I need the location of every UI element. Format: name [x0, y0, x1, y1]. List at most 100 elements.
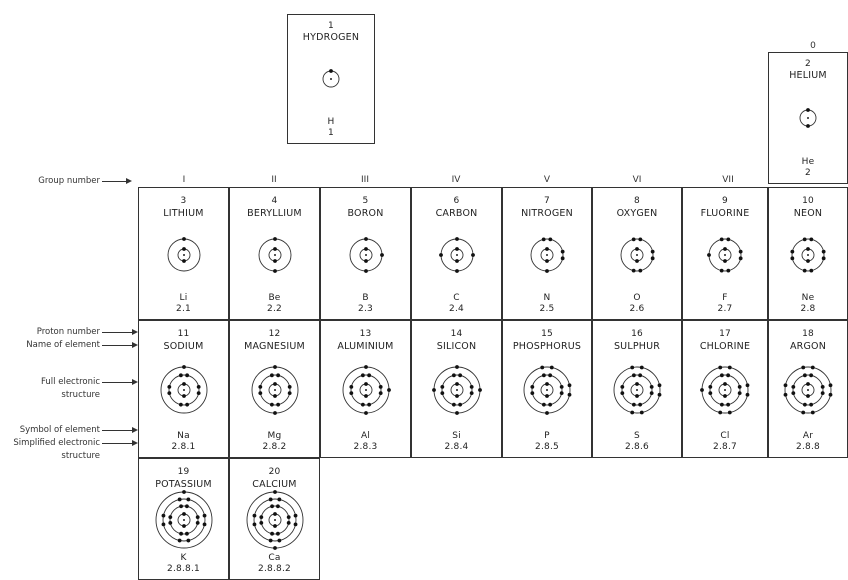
simplified-structure: 2.8.5	[503, 442, 591, 452]
proton-number: 11	[139, 329, 228, 339]
legend-arrow-proton	[102, 332, 132, 333]
electron	[720, 373, 724, 377]
proton-number: 5	[321, 196, 410, 206]
electron	[708, 391, 712, 395]
electron	[202, 522, 206, 526]
electron	[367, 373, 371, 377]
electron	[548, 403, 552, 407]
element-symbol: O	[593, 293, 681, 303]
element-symbol: He	[769, 157, 847, 167]
electron	[638, 373, 642, 377]
electron	[287, 385, 291, 389]
electron	[822, 256, 826, 260]
electron	[791, 385, 795, 389]
electron-structure-17	[694, 359, 756, 421]
electron	[360, 403, 364, 407]
element-cell-potassium: 19POTASSIUMK2.8.8.1	[138, 458, 229, 580]
electron	[258, 391, 262, 395]
element-cell-neon: 10NEONNe2.8	[768, 187, 848, 320]
nucleus	[807, 117, 809, 119]
simplified-structure: 2	[769, 168, 847, 178]
element-name: SILICON	[412, 341, 501, 352]
element-cell-boron: 5BORONB2.3	[320, 187, 411, 320]
electron-structure-14	[426, 359, 488, 421]
electron	[168, 515, 172, 519]
electron	[811, 411, 815, 415]
electron	[568, 383, 572, 387]
simplified-structure: 2.8.1	[139, 442, 228, 452]
element-cell-phosphorus: 15PHOSPHORUSP2.8.5	[502, 320, 592, 458]
electron	[270, 532, 274, 536]
electron	[177, 539, 181, 543]
proton-number: 18	[769, 329, 847, 339]
electron	[293, 514, 297, 518]
electron	[548, 373, 552, 377]
nucleus	[636, 254, 638, 256]
simplified-structure: 2.8.8.2	[230, 564, 319, 574]
electron	[718, 411, 722, 415]
electron	[723, 394, 727, 398]
electron	[455, 365, 459, 369]
electron	[273, 546, 277, 550]
electron	[548, 237, 552, 241]
electron	[658, 383, 662, 387]
element-symbol: C	[412, 293, 501, 303]
electron	[182, 490, 186, 494]
element-name: HELIUM	[769, 70, 847, 81]
electron	[784, 393, 788, 397]
element-name: PHOSPHORUS	[503, 341, 591, 352]
proton-number: 17	[683, 329, 767, 339]
electron-structure-19	[148, 484, 220, 556]
electron	[542, 403, 546, 407]
electron	[568, 393, 572, 397]
nucleus	[807, 389, 809, 391]
electron	[635, 247, 639, 251]
simplified-structure: 2.2	[230, 304, 319, 314]
element-symbol: Ar	[769, 431, 847, 441]
electron	[801, 366, 805, 370]
electron-structure-4	[251, 231, 299, 279]
electron	[273, 259, 277, 263]
electron	[821, 385, 825, 389]
electron	[784, 383, 788, 387]
element-name: NEON	[769, 208, 847, 219]
element-cell-nitrogen: 7NITROGENN2.5	[502, 187, 592, 320]
element-cell-sulphur: 16SULPHURS2.8.6	[592, 320, 682, 458]
element-name: BORON	[321, 208, 410, 219]
electron	[478, 388, 482, 392]
electron	[364, 259, 368, 263]
electron	[803, 403, 807, 407]
electron	[726, 237, 730, 241]
group-label-0: 0	[798, 41, 828, 51]
nucleus	[183, 519, 185, 521]
simplified-structure: 2.8.3	[321, 442, 410, 452]
electron	[651, 249, 655, 253]
electron	[545, 259, 549, 263]
electron	[822, 249, 826, 253]
electron	[182, 524, 186, 528]
electron	[471, 253, 475, 257]
group-label-1: I	[169, 175, 199, 185]
electron	[185, 403, 189, 407]
electron	[177, 498, 181, 502]
electron	[269, 403, 273, 407]
electron	[620, 391, 624, 395]
proton-number: 19	[139, 467, 228, 477]
group-label-7: VII	[713, 175, 743, 185]
electron-structure-9	[701, 231, 749, 279]
legend-symbol-of-element: Symbol of element	[20, 425, 100, 435]
element-name: CARBON	[412, 208, 501, 219]
electron	[196, 391, 200, 395]
proton-number: 1	[288, 21, 374, 31]
element-name: LITHIUM	[139, 208, 228, 219]
electron	[293, 522, 297, 526]
electron	[803, 237, 807, 241]
electron	[185, 504, 189, 508]
electron	[378, 385, 382, 389]
electron-structure-6	[433, 231, 481, 279]
electron	[273, 247, 277, 251]
electron	[196, 385, 200, 389]
proton-number: 9	[683, 196, 767, 206]
